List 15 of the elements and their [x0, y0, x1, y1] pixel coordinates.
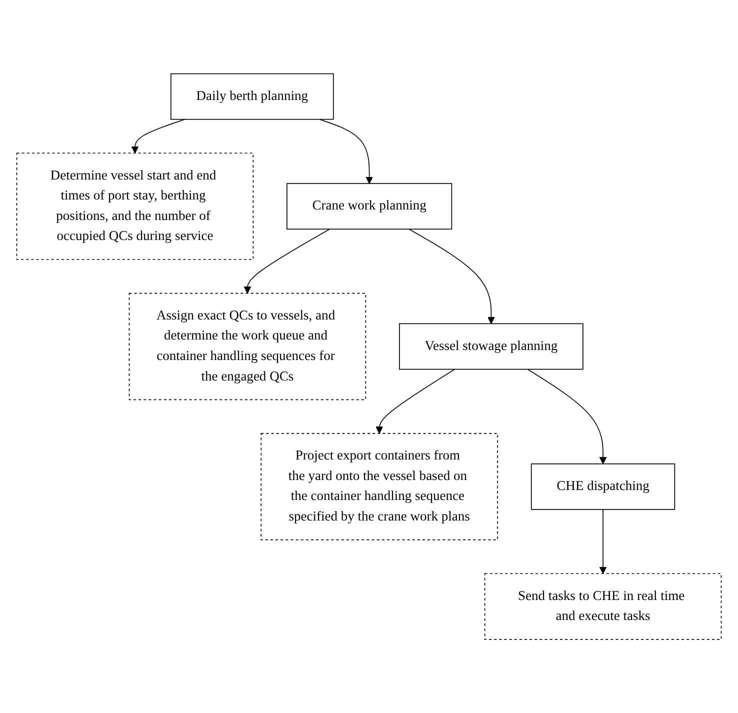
node-box: Assign exact QCs to vessels, and determine the work queue and container handling sequences for the engaged QCs [128, 292, 366, 400]
node-box: Vessel stowage planning [399, 323, 584, 370]
arrow [408, 228, 495, 324]
arrow [376, 368, 456, 434]
arrow [319, 118, 374, 184]
node-box: Crane work planning [286, 182, 452, 230]
arrow [131, 118, 186, 154]
node-box: Determine vessel start and end times of port stay, berthing positions, and the number of occupied QCs during service [16, 152, 254, 260]
node-box: CHE dispatching [530, 463, 676, 510]
node-box: Project export containers from the yard onto the vessel based on the container handling sequence specified by the crane work plans [260, 432, 498, 540]
arrow [599, 508, 607, 574]
node-box: Daily berth planning [170, 73, 334, 120]
arrow [527, 368, 607, 464]
node-box: Send tasks to CHE in real time and execute tasks [484, 573, 722, 640]
arrow [244, 228, 330, 294]
